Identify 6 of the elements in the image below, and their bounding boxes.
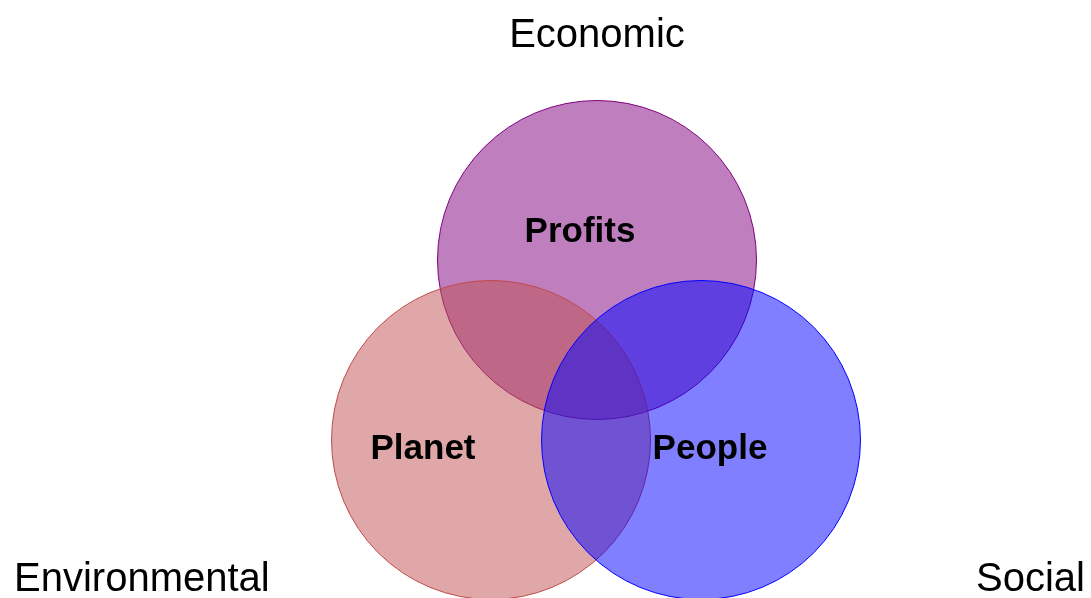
circle-label: Profits <box>524 211 636 247</box>
category-label: Environmental <box>14 554 270 598</box>
category-label: Social <box>976 554 1085 598</box>
category-label: Economic <box>509 10 685 57</box>
circle-label: Planet <box>370 428 476 464</box>
circle-label: People <box>652 428 768 464</box>
